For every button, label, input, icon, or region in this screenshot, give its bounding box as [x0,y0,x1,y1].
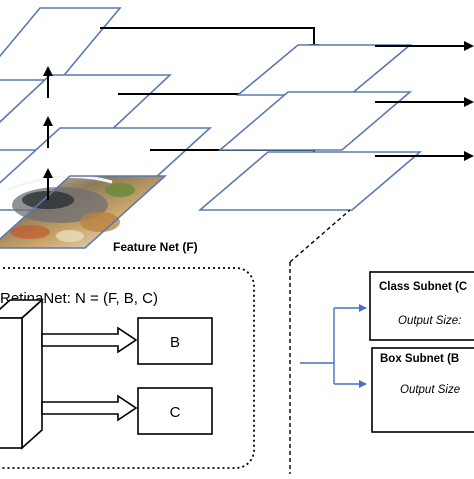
f-cube [0,298,45,450]
pyramid-level-top [0,7,122,81]
double-arrow-c [41,394,138,422]
box-subnet-title: Box Subnet (B [380,353,459,365]
box-subnet-output: Output Size [400,384,460,396]
box-c-label: C [170,404,181,421]
head-planes [197,44,423,211]
class-subnet-title: Class Subnet (C [379,281,467,293]
feature-net-label: Feature Net (F) [113,240,198,254]
class-subnet-output: Output Size: [398,315,461,327]
lateral-arrow-top [100,27,319,54]
zoom-lines [289,209,351,474]
head-plane-top [235,44,413,96]
subnet-flow [300,304,367,388]
class-subnet-box [369,271,474,341]
box-b [137,317,213,365]
box-b-label: B [170,334,180,351]
double-arrow-b [41,326,138,354]
box-subnet-box [371,347,474,433]
head-plane-bottom [197,151,423,211]
head-plane-middle [217,91,413,151]
output-arrows [375,41,474,161]
box-c [137,387,213,435]
input-image [0,175,168,249]
